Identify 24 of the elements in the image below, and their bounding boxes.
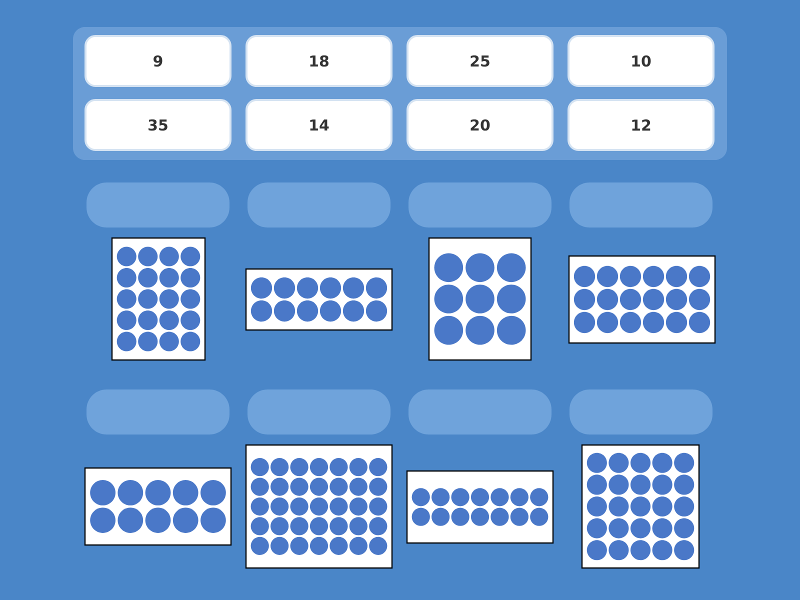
- number-cloud-tile: 20: [406, 99, 554, 151]
- number-cloud-tile: 9: [84, 35, 232, 87]
- dot-array-drawing: [111, 237, 206, 361]
- number-cloud-tile: 18: [246, 35, 392, 87]
- drop-slot: [248, 390, 390, 434]
- number-cloud-tile: 25: [406, 35, 554, 87]
- number-cloud-tile: 12: [568, 99, 714, 151]
- number-cloud-tile: 35: [84, 99, 232, 151]
- number-cloud-tile: 10: [568, 35, 714, 87]
- dot-array-drawing: [84, 467, 232, 546]
- dot-array-drawing: [245, 444, 393, 569]
- drop-slot: [570, 390, 712, 434]
- drop-slot: [408, 182, 552, 228]
- drop-slot: [570, 182, 712, 228]
- dot-array-drawing: [581, 444, 700, 569]
- drop-slot: [248, 182, 390, 228]
- number-cloud-tile: 14: [246, 99, 392, 151]
- drop-slot: [86, 390, 230, 434]
- dot-array-drawing: [568, 255, 716, 344]
- drop-slot: [86, 182, 230, 228]
- dot-array-drawing: [428, 237, 532, 361]
- dot-array-drawing: [245, 268, 393, 331]
- drop-slot: [408, 390, 552, 434]
- dot-array-drawing: [406, 470, 554, 544]
